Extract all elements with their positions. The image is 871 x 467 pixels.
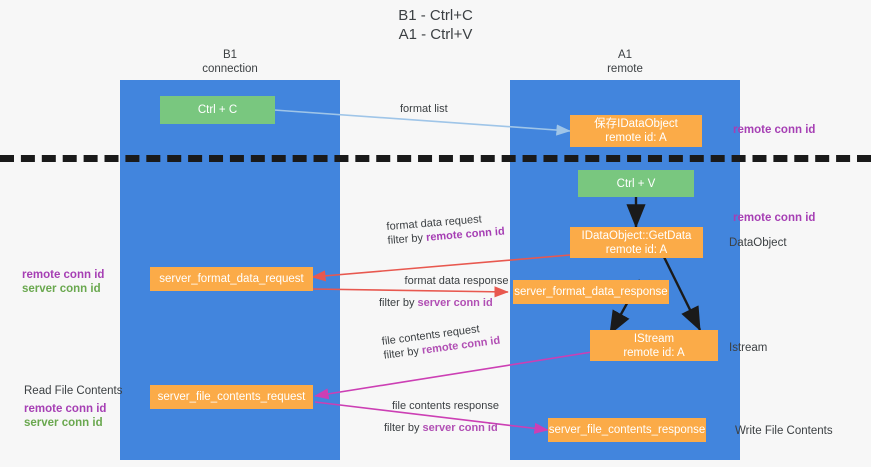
label-left-server-conn-id: server conn id [22, 283, 101, 295]
column-header-b1: B1 connection [202, 49, 258, 75]
node-idataobject-getdata[interactable]: IDataObject::GetData remote id: A [570, 227, 703, 258]
node-istream[interactable]: IStream remote id: A [590, 330, 718, 361]
key-server-conn-id-2: server conn id [422, 422, 498, 434]
node-server-file-contents-response[interactable]: server_file_contents_response [548, 418, 706, 442]
node-ctrl-v[interactable]: Ctrl + V [578, 170, 694, 197]
arrow-label-file-contents-response: file contents response [392, 400, 500, 412]
arrow-label-format-data-response-group: format data response filter by server co… [379, 274, 534, 310]
arrow-label-format-data-response: format data response [404, 275, 509, 287]
label-left-server-conn-id-2: server conn id [24, 417, 103, 429]
key-server-conn-id: server conn id [417, 297, 493, 309]
label-read-file-contents: Read File Contents [24, 385, 123, 397]
label-left-remote-conn-id: remote conn id [22, 269, 105, 281]
column-header-a1: A1 remote [607, 49, 643, 75]
arrow-label-file-contents-response-filter: filter by server conn id [384, 422, 498, 434]
label-dataobject: DataObject [729, 237, 787, 249]
label-write-file-contents: Write File Contents [735, 425, 833, 437]
arrow-label-format-data-response-filter: filter by server conn id [379, 297, 493, 309]
label-left-remote-conn-id-2: remote conn id [24, 403, 107, 415]
phase-divider [0, 155, 871, 162]
arrow-label-format-list: format list [400, 103, 448, 115]
node-ctrl-c[interactable]: Ctrl + C [160, 96, 275, 124]
diagram-title: B1 - Ctrl+C A1 - Ctrl+V [398, 7, 473, 43]
label-istream: Istream [729, 342, 768, 354]
node-server-format-data-request[interactable]: server_format_data_request [150, 267, 313, 291]
node-server-file-contents-request[interactable]: server_file_contents_request [150, 385, 313, 409]
node-save-idataobject[interactable]: 保存IDataObject remote id: A [570, 115, 702, 147]
node-server-format-data-response[interactable]: server_format_data_response [513, 280, 669, 304]
arrow-label-file-contents-request-group: file contents request filter by remote c… [381, 320, 501, 363]
arrow-label-format-data-request-group: format data request filter by remote con… [386, 211, 505, 248]
label-remote-conn-id-top: remote conn id [733, 124, 816, 136]
arrow-label-file-contents-response-group: file contents response filter by server … [384, 399, 500, 435]
label-remote-conn-id-mid: remote conn id [733, 212, 816, 224]
